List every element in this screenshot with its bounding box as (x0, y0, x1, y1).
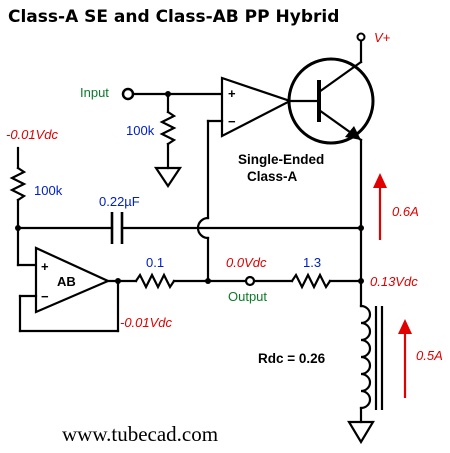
se-series-resistor (290, 272, 332, 290)
classa-opamp (220, 76, 293, 138)
se-resistor-value: 1.3 (303, 255, 321, 270)
se-current-label: 0.6A (392, 204, 419, 219)
ab-opamp-plus: + (41, 259, 49, 274)
inductor-current-label: 0.5A (416, 348, 443, 363)
supply-terminal (356, 32, 366, 42)
ab-opamp-minus: − (41, 289, 49, 304)
ab-output-voltage: -0.01Vdc (120, 315, 173, 330)
input-resistor-value: 100k (126, 123, 155, 138)
se-node-voltage: 0.13Vdc (370, 274, 418, 289)
se-label-line2: Class-A (247, 169, 298, 184)
capacitor-value: 0.22µF (99, 194, 140, 209)
se-label-line1: Single-Ended (238, 152, 324, 167)
current-arrow-icon (373, 173, 387, 240)
bias-voltage-label: -0.01Vdc (6, 127, 59, 142)
ground-icon (347, 420, 375, 445)
inductor-icon (359, 304, 384, 410)
feedback-resistor-value: 100k (34, 183, 63, 198)
ab-opamp-label: AB (57, 274, 76, 289)
junction-dot (205, 278, 211, 284)
opamp-plus-sign: + (228, 86, 236, 101)
output-label: Output (228, 289, 267, 304)
ab-series-resistor (134, 272, 176, 290)
input-terminal[interactable] (121, 87, 135, 101)
feedback-resistor (9, 166, 27, 202)
current-arrow-icon (398, 319, 412, 398)
ground-icon (153, 166, 183, 188)
input-label: Input (80, 85, 109, 100)
opamp-minus-sign: − (228, 114, 236, 129)
ab-resistor-value: 0.1 (146, 255, 164, 270)
supply-label: V+ (374, 30, 391, 45)
transistor-icon (287, 57, 375, 145)
ab-opamp (34, 246, 111, 314)
output-voltage: 0.0Vdc (226, 255, 267, 270)
rdc-label: Rdc = 0.26 (258, 351, 326, 366)
input-resistor (159, 110, 177, 146)
website-url[interactable]: www.tubecad.com (62, 422, 218, 446)
output-terminal[interactable] (244, 275, 256, 287)
diagram-title: Class-A SE and Class-AB PP Hybrid (8, 7, 339, 27)
